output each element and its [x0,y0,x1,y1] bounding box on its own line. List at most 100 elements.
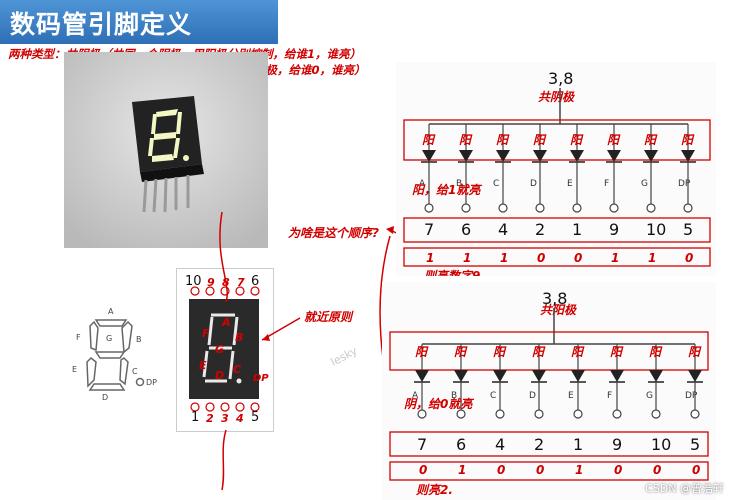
pin-number: 5 [683,220,693,239]
pin-top-10: 10 [185,274,202,289]
bit-value: 0 [614,463,622,477]
diode-symbol [496,150,510,162]
diode-symbol [610,370,624,382]
diode-symbol [681,150,695,162]
pin-terminal [456,409,466,419]
pin-terminal [612,409,622,419]
common-type-note: 共阳极 [540,303,577,317]
anode-label: 阳 [533,133,547,147]
pin-top-9: 9 [207,276,215,289]
segment-letter: B [451,391,457,401]
pin-terminal [498,203,508,213]
segment-letter: DP [678,179,691,189]
anode-label: 阳 [459,133,473,147]
bit-value: 1 [463,251,471,265]
segment-letter: DP [685,391,698,401]
pin-terminal [572,203,582,213]
pin-number: 1 [573,435,583,454]
diode-symbol [533,150,547,162]
pin-terminal [495,409,505,419]
pin-number: 1 [572,220,582,239]
bit-row-box [403,247,711,267]
pin-terminal [534,409,544,419]
seven-segment-photo [64,52,268,248]
pin-row-box [389,431,709,457]
anode-label: 阳 [570,133,584,147]
anode-label: 阳 [532,345,546,359]
anode-label: 阳 [493,345,507,359]
anode-row-box [389,331,709,371]
segment-letter: B [456,179,462,189]
bit-value: 0 [685,251,693,265]
pin-number: 5 [690,435,700,454]
bit-value: 1 [575,463,583,477]
seg-label-e: E [72,365,77,374]
pin-row-box [403,217,711,243]
pin-number: 2 [534,435,544,454]
title-banner: 数码管引脚定义 [0,0,278,44]
anode-label: 阳 [496,133,510,147]
result-note: 则亮2. [416,483,453,497]
diode-symbol [644,150,658,162]
result-note: 则亮数字9 [424,269,480,276]
lighting-rule-note: 阳，给1就亮 [412,183,482,197]
segment-letter: E [567,179,573,189]
bit-value: 0 [419,463,427,477]
bit-value: 0 [497,463,505,477]
common-pin-label: 3,8 [542,289,567,308]
pin-bottom-5: 5 [251,410,259,425]
pin-top-6: 6 [251,274,259,289]
segment-letter: D [529,391,536,401]
anode-label: 阳 [610,345,624,359]
pin-bottom-3: 3 [221,412,229,425]
diode-symbol [649,370,663,382]
seg-label-f: F [76,333,81,342]
pin-terminal [683,203,693,213]
pin-seg-d: D [215,369,224,382]
pin-terminal [535,203,545,213]
anode-label: 阳 [415,345,429,359]
bit-value: 0 [653,463,661,477]
diode-symbol [454,370,468,382]
why-order-note: 为啥是这个顺序? [288,226,379,240]
pin-seg-g: G [215,343,224,356]
seg-label-g: G [106,334,112,343]
diode-symbol [493,370,507,382]
diode-symbol [459,150,473,162]
seg-label-dp: DP [146,378,157,387]
pin-bottom-1: 1 [191,410,199,425]
pin-terminal [573,409,583,419]
pin-number: 4 [495,435,505,454]
seg-label-d: D [102,393,108,402]
pin-seg-a: A [221,316,231,329]
pinout-diagram: 10 6 1 5 9 8 7 2 3 4 A B C D E F G DP [176,268,274,432]
segment-letter: A [419,179,426,189]
pin-number: 10 [646,220,666,239]
segment-letter: F [607,391,612,401]
pin-number: 2 [535,220,545,239]
page-title: 数码管引脚定义 [10,10,193,39]
anode-label: 阳 [681,133,695,147]
pin-seg-c: C [233,363,241,376]
pin-top-7: 7 [237,276,245,289]
bit-value: 0 [574,251,582,265]
anode-label: 阳 [644,133,658,147]
anode-row-box [403,119,711,161]
anode-label: 阳 [454,345,468,359]
bit-value: 1 [611,251,619,265]
bit-value: 1 [458,463,466,477]
pin-number: 9 [612,435,622,454]
pin-seg-f: F [202,327,210,340]
anode-label: 阳 [571,345,585,359]
pin-number: 4 [498,220,508,239]
segment-letter: G [646,391,653,401]
diode-symbol [422,150,436,162]
pin-number: 6 [461,220,471,239]
nearest-rule-note: 就近原则 [304,310,353,324]
segment-letter: D [530,179,537,189]
diode-symbol [415,370,429,382]
segment-letter: C [490,391,496,401]
pin-number: 9 [609,220,619,239]
pin-bottom-2: 2 [206,412,214,425]
anode-label: 阳 [688,345,702,359]
